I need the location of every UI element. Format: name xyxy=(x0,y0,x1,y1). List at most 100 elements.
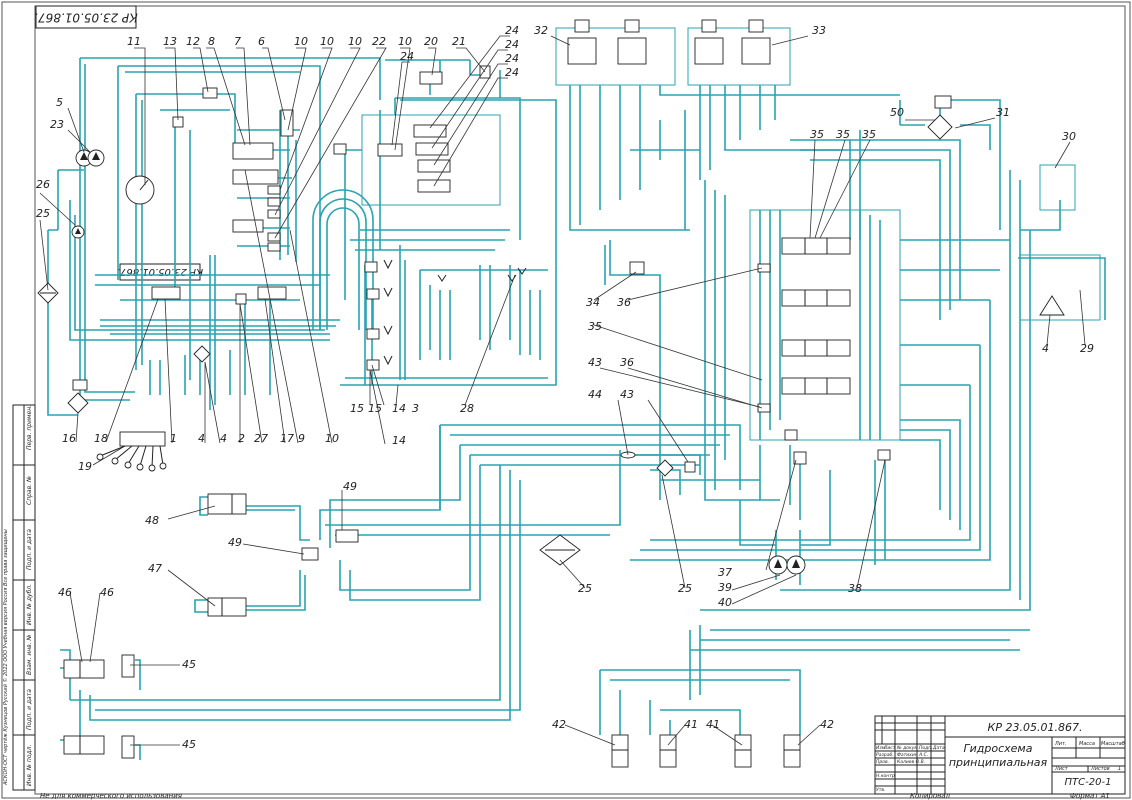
callout-22: 22 xyxy=(372,35,386,48)
pump-group-32 xyxy=(567,19,647,65)
tb-title-1: Гидросхема xyxy=(964,742,1033,755)
stamp-first-use: Перв. примен. xyxy=(26,405,33,450)
callout-23: 23 xyxy=(50,118,64,131)
callout-2: 2 xyxy=(238,432,245,445)
callout-17: 17 xyxy=(280,432,294,445)
callout-1: 1 xyxy=(170,432,177,445)
valve-45b-icon xyxy=(121,735,135,759)
stamp-sign-date-1: Подп. и дата xyxy=(26,529,33,570)
callout-34: 34 xyxy=(586,296,600,309)
callout-10d: 10 xyxy=(398,35,412,48)
callout-45b: 45 xyxy=(182,738,196,751)
callout-41a: 41 xyxy=(684,718,698,731)
pump-group-33 xyxy=(694,19,771,65)
valve-12-icon xyxy=(202,87,218,99)
callout-10e: 10 xyxy=(325,432,339,445)
side-stamp: Перв. примен. Справ. № Подп. и дата Инв.… xyxy=(2,404,36,791)
valve-8-icon xyxy=(232,169,279,185)
callout-15a: 15 xyxy=(350,402,364,415)
tb-h-izm: Изм. xyxy=(876,745,887,751)
callout-46a: 46 xyxy=(58,586,72,599)
callout-7: 7 xyxy=(234,35,241,48)
valve-36b-icon xyxy=(757,403,771,413)
callout-12: 12 xyxy=(186,35,200,48)
callout-25a: 25 xyxy=(36,207,50,220)
cylinder-41b-icon xyxy=(734,734,752,768)
callout-28: 28 xyxy=(460,402,474,415)
stamp-ref-no: Справ. № xyxy=(26,476,33,505)
callout-36a: 36 xyxy=(617,296,631,309)
callout-35a: 35 xyxy=(588,320,602,333)
callout-10b: 10 xyxy=(320,35,334,48)
callout-27: 27 xyxy=(254,432,268,445)
cylinder-46b-icon xyxy=(63,735,105,755)
format-label: Формат А1 xyxy=(1070,792,1110,800)
callout-24c: 24 xyxy=(505,52,519,65)
callout-5: 5 xyxy=(56,96,63,109)
tb-name-0: Фатихин А.С. xyxy=(897,752,928,758)
callout-45a: 45 xyxy=(182,658,196,671)
callout-16: 16 xyxy=(62,432,76,445)
valve-45a-icon xyxy=(121,654,135,678)
callout-4c: 4 xyxy=(1042,342,1049,355)
filter-16-icon xyxy=(67,392,89,414)
callout-8: 8 xyxy=(208,35,215,48)
valve-49a-icon xyxy=(335,529,359,543)
cylinder-48-icon xyxy=(207,493,247,515)
cylinder-42a-icon xyxy=(611,734,629,768)
copied-label: Копировал xyxy=(910,792,951,800)
callout-numbers: 11 13 12 8 7 6 10 10 10 22 10 20 21 24 2… xyxy=(36,24,1094,751)
valve-36a-icon xyxy=(757,263,771,273)
tb-h-date: Дата xyxy=(932,745,945,751)
bottom-strip: Не для коммерческого использования Копир… xyxy=(40,792,1110,800)
filter-31-icon xyxy=(927,114,953,140)
callout-40: 40 xyxy=(718,596,732,609)
tb-role-4: Утв. xyxy=(876,787,885,793)
callout-43b: 43 xyxy=(620,388,634,401)
tb-sheets-value: 1 xyxy=(1118,766,1121,772)
valve-43-icon xyxy=(684,461,696,473)
callout-35b: 35 xyxy=(810,128,824,141)
valve-22-icon xyxy=(377,143,403,157)
distributor-19-icon xyxy=(119,431,166,447)
callout-19: 19 xyxy=(78,460,92,473)
callout-20: 20 xyxy=(424,35,438,48)
distributor-35b-icon xyxy=(781,289,851,307)
callout-35d: 35 xyxy=(862,128,876,141)
valve-34-icon xyxy=(629,261,645,275)
callout-18: 18 xyxy=(94,432,108,445)
valve-20-icon xyxy=(419,71,443,85)
callout-50: 50 xyxy=(890,106,904,119)
stamp-orig-inv: Инв. № подл. xyxy=(26,745,33,786)
callout-47: 47 xyxy=(148,562,162,575)
distributor-35c-icon xyxy=(781,339,851,357)
callout-14b: 14 xyxy=(392,434,406,447)
valve-15b-icon xyxy=(366,359,380,371)
tb-role-3: Н.контр. xyxy=(876,773,896,779)
callout-6: 6 xyxy=(258,35,265,48)
callout-26: 26 xyxy=(36,178,50,191)
inner-code-text: КР 23.05.01.867. xyxy=(117,266,203,277)
tb-col-sheets: Листов xyxy=(1090,766,1110,772)
valve-49b-icon xyxy=(301,547,319,561)
callout-24b: 24 xyxy=(505,38,519,51)
inner-frame xyxy=(34,5,1126,795)
callout-31: 31 xyxy=(996,106,1010,119)
distributor-35a-icon xyxy=(781,237,851,255)
hydraulic-lines xyxy=(47,27,1106,760)
distributor-35d-icon xyxy=(781,377,851,395)
callout-3: 3 xyxy=(412,402,419,415)
stamp-dup-inv: Инв. № дубл. xyxy=(26,584,33,625)
callout-4a: 4 xyxy=(198,432,205,445)
tb-col-mass: Масса xyxy=(1079,741,1095,747)
callout-41b: 41 xyxy=(706,718,720,731)
valve-9-icon xyxy=(232,219,264,233)
tb-h-list: Лист xyxy=(883,745,896,751)
callout-42b: 42 xyxy=(820,718,834,731)
callout-48: 48 xyxy=(145,514,159,527)
callout-9: 9 xyxy=(298,432,305,445)
title-block: КР 23.05.01.867. Гидросхема принципиальн… xyxy=(874,715,1126,795)
callout-29: 29 xyxy=(1080,342,1094,355)
